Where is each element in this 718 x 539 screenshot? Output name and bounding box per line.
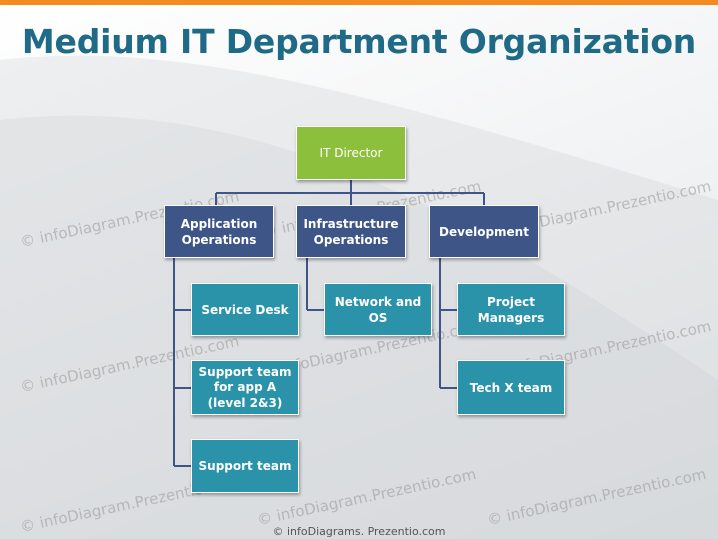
it-director-label: IT Director <box>319 146 383 160</box>
service-desk-box: Service Desk <box>191 283 299 336</box>
tech-x-team-box: Tech X team <box>457 360 565 415</box>
team-label: Network and OS <box>334 294 422 325</box>
infrastructure-operations-box: Infrastructure Operations <box>296 205 406 258</box>
application-operations-box: Application Operations <box>164 205 274 258</box>
team-label: Support team <box>198 459 292 473</box>
department-label: Application Operations <box>180 216 258 247</box>
team-label: Service Desk <box>201 302 289 317</box>
support-team-box: Support team <box>191 439 299 493</box>
development-box: Development <box>429 205 539 258</box>
network-and-os-box: Network and OS <box>324 283 432 336</box>
page-title: Medium IT Department Organization <box>21 22 697 61</box>
department-label: Development <box>439 224 529 239</box>
team-label: Project Managers <box>477 294 545 325</box>
department-label: Infrastructure Operations <box>303 216 399 247</box>
team-sublabel: (level 2&3) <box>207 395 283 410</box>
project-managers-box: Project Managers <box>457 283 565 336</box>
support-team-app-a-box: Support team for app A (level 2&3) <box>191 360 299 415</box>
top-accent-bar <box>0 0 718 5</box>
team-label: Support team for app A <box>198 364 292 394</box>
it-director-box: IT Director <box>296 126 406 180</box>
footer-credit: © infoDiagrams. Prezentio.com <box>272 525 446 538</box>
team-label: Tech X team <box>469 380 553 395</box>
